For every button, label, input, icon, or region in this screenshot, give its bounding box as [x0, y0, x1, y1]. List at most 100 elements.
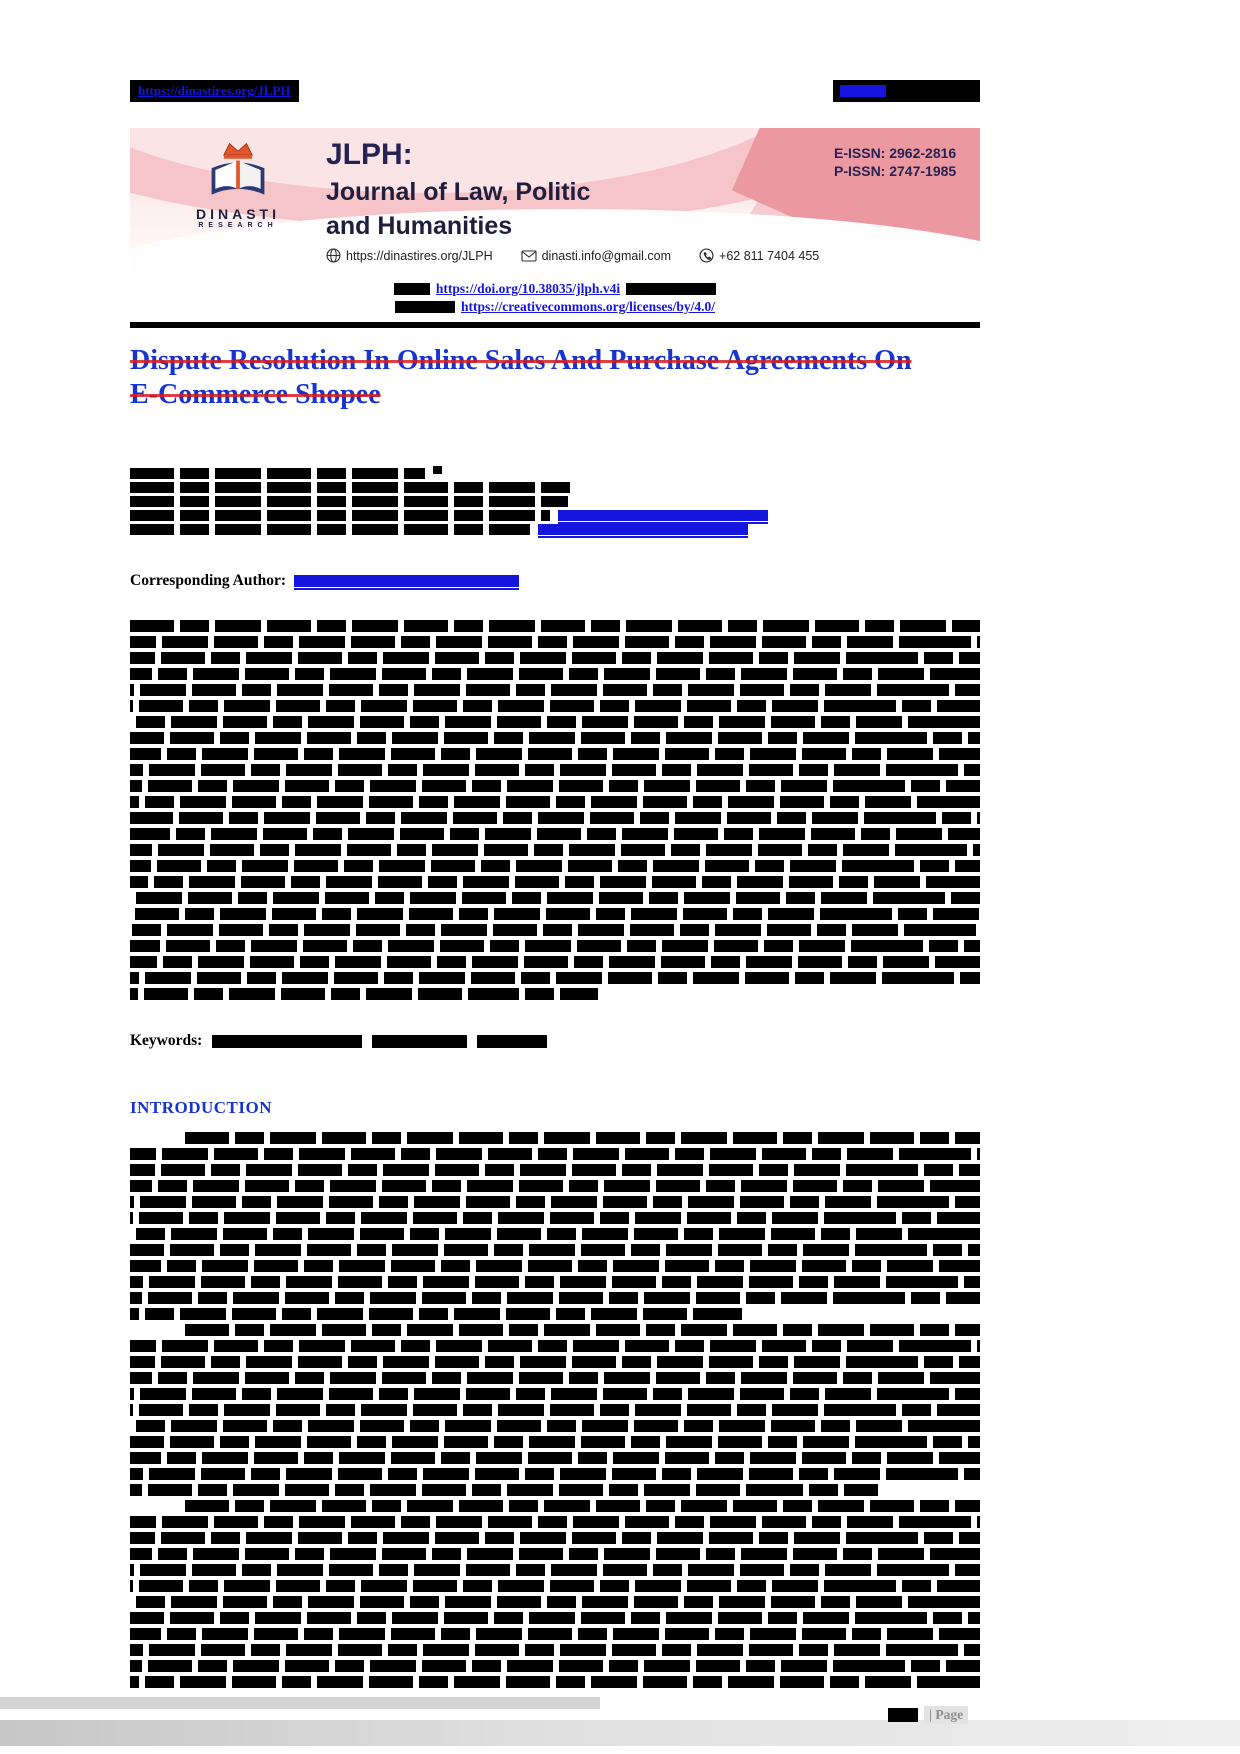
redacted-line	[130, 1628, 980, 1640]
corresponding-author-label: Corresponding Author:	[130, 572, 287, 589]
license-line: https://creativecommons.org/licenses/by/…	[130, 299, 980, 315]
redacted-line	[130, 1660, 980, 1672]
redacted-author-text	[130, 524, 530, 535]
redacted-line	[130, 652, 980, 664]
redacted-line	[130, 1468, 980, 1480]
redacted-line	[130, 1228, 980, 1240]
author-email-link-redacted[interactable]	[538, 524, 748, 538]
redacted-line	[130, 876, 980, 888]
doi-suffix-redacted	[626, 283, 717, 295]
doi-link[interactable]: https://doi.org/10.38035/jlph.v4i	[435, 281, 621, 296]
introduction-paragraph	[130, 1500, 980, 1688]
redacted-line	[130, 908, 980, 920]
redacted-line	[130, 1356, 980, 1368]
page-word: | Page	[924, 1706, 969, 1724]
redacted-line	[130, 1180, 980, 1192]
phone-contact: +62 811 7404 455	[699, 248, 819, 263]
keywords-redacted	[212, 1034, 548, 1048]
redacted-line	[130, 1564, 980, 1576]
redacted-line	[130, 636, 980, 648]
redacted-keyword	[372, 1034, 468, 1048]
header-issue-info-redacted	[833, 80, 980, 102]
redacted-line	[130, 1548, 980, 1560]
scan-shadow-strip	[0, 1697, 600, 1709]
redacted-line	[130, 1644, 980, 1656]
redacted-line	[130, 1292, 980, 1304]
redacted-line	[130, 828, 980, 840]
journal-name-line2: and Humanities	[326, 212, 513, 240]
redacted-line	[130, 1452, 980, 1464]
divider-rule	[130, 322, 980, 328]
author-line	[130, 482, 980, 493]
redacted-line	[130, 732, 980, 744]
redacted-line	[130, 1196, 980, 1208]
doi-prefix-redacted	[393, 283, 430, 295]
p-issn: P-ISSN: 2747-1985	[834, 163, 957, 180]
author-line	[130, 524, 980, 538]
redacted-line	[130, 716, 980, 728]
redacted-line	[185, 1500, 980, 1512]
redacted-keyword	[212, 1034, 363, 1048]
redacted-line	[130, 1340, 980, 1352]
issue-link-redacted[interactable]	[840, 85, 886, 97]
envelope-icon	[521, 249, 537, 262]
author-line	[130, 510, 980, 524]
redacted-line	[130, 1676, 980, 1688]
corresponding-author-line: Corresponding Author:	[130, 572, 980, 590]
redacted-line	[130, 1164, 980, 1176]
page-number-redacted	[888, 1708, 918, 1722]
email-text[interactable]: dinasti.info@gmail.com	[541, 248, 672, 263]
journal-contact-row: https://dinastires.org/JLPH dinasti.info…	[326, 248, 819, 263]
issn-block: E-ISSN: 2962-2816 P-ISSN: 2747-1985	[834, 144, 956, 180]
license-prefix-redacted	[395, 301, 456, 313]
redacted-line	[130, 1404, 980, 1416]
redacted-line	[130, 1580, 980, 1592]
abstract-paragraph	[130, 620, 980, 1004]
logo-text-dinasti: DINASTI	[196, 206, 280, 222]
dinasti-logo-icon	[211, 142, 265, 195]
doi-line: https://doi.org/10.38035/jlph.v4i	[130, 281, 980, 297]
redacted-superscript	[433, 466, 442, 474]
journal-banner: DINASTI RESEARCH JLPH: Journal of Law, P…	[130, 128, 980, 274]
redacted-line	[130, 1436, 980, 1448]
redacted-line	[130, 1596, 980, 1608]
introduction-body	[130, 1132, 980, 1692]
redacted-line	[130, 1212, 980, 1224]
redacted-author-text	[130, 468, 425, 479]
redacted-line	[130, 1276, 980, 1288]
redacted-line	[130, 1260, 980, 1272]
phone-icon	[699, 248, 714, 263]
logo-text-research: RESEARCH	[198, 222, 278, 229]
redacted-line	[130, 844, 980, 856]
redacted-line	[130, 780, 980, 792]
redacted-line	[130, 748, 980, 760]
introduction-heading: INTRODUCTION	[130, 1098, 273, 1117]
globe-icon	[326, 248, 341, 263]
website-text[interactable]: https://dinastires.org/JLPH	[346, 248, 493, 263]
redacted-line	[185, 1324, 980, 1336]
authors-block	[130, 466, 980, 538]
e-issn: E-ISSN: 2962-2816	[834, 145, 957, 161]
redacted-line	[130, 1484, 878, 1496]
redacted-line	[130, 1148, 980, 1160]
author-line	[130, 466, 980, 479]
scan-shadow-bottom	[0, 1720, 1240, 1746]
redacted-line	[130, 1532, 980, 1544]
redacted-author-text	[130, 482, 570, 493]
author-email-link-redacted[interactable]	[558, 510, 768, 524]
redacted-line	[130, 812, 980, 824]
redacted-line	[130, 1372, 980, 1384]
redacted-line	[130, 940, 980, 952]
redacted-line	[130, 924, 980, 936]
creative-commons-link[interactable]: https://creativecommons.org/licenses/by/…	[461, 299, 715, 314]
redacted-line	[130, 988, 598, 1000]
email-contact: dinasti.info@gmail.com	[521, 249, 671, 263]
redacted-keyword	[477, 1034, 548, 1048]
journal-url-link[interactable]: https://dinastires.org/JLPH	[138, 83, 291, 98]
dinasti-logo: DINASTI RESEARCH	[172, 138, 304, 229]
redacted-line	[185, 1132, 980, 1144]
keywords-line: Keywords:	[130, 1032, 980, 1050]
corresponding-email-link-redacted[interactable]	[294, 575, 520, 590]
article-title: Dispute Resolution In Online Sales And P…	[130, 344, 980, 412]
redacted-line	[130, 1308, 742, 1320]
